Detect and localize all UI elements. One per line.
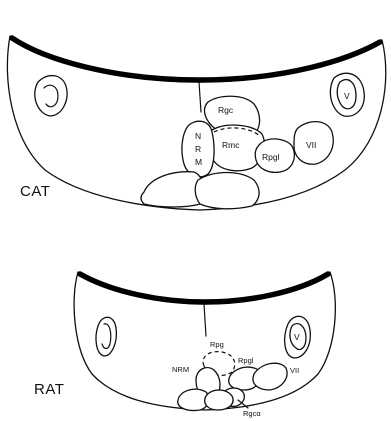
cat-v-label: V [344,91,350,101]
cat-right-v-nucleus: V [330,73,364,116]
rat-v-label: V [294,332,300,342]
cat-rpgl-nucleus: Rpgl [255,139,294,172]
rat-rpgl-label: Rpgl [238,356,254,365]
cat-left-v-nucleus [35,76,67,116]
cat-section: V Rgc Rmc N R M Rpgl VII [7,36,385,210]
rat-species-label: RAT [34,381,64,398]
rat-nrm-label: NRM [172,365,189,374]
cat-pyramids [141,172,259,209]
cat-rmc-nucleus: Rmc [208,125,265,171]
rat-pyramids [178,389,233,410]
cat-nrm-n-label: N [195,131,201,141]
cat-nrm-m-label: M [195,157,202,167]
cat-vii-nucleus: VII [294,122,333,165]
rat-rgca-label: Rgcα [243,409,261,418]
cat-species-label: CAT [20,183,50,200]
cat-rpgl-label: Rpgl [262,152,280,162]
rat-section: V Rpg NRM Rpgl VII Rgcα [34,272,335,418]
rat-rpg-label: Rpg [210,340,224,349]
cat-vii-label: VII [306,140,316,150]
cat-rgc-label: Rgc [218,105,234,115]
cat-nrm-nucleus: N R M [182,121,214,177]
cat-rmc-label: Rmc [222,140,240,150]
cat-nrm-r-label: R [195,144,201,154]
rat-vii-label: VII [290,366,299,375]
